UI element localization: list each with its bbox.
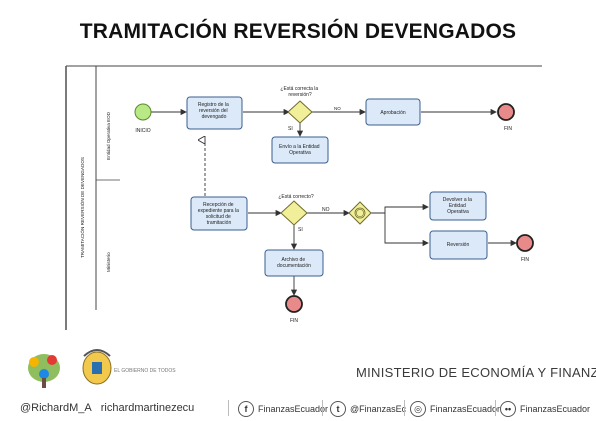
task-reverse: Reversión (429, 230, 488, 260)
gateway-approve-question: ¿Está correcta la reversión? (280, 86, 319, 98)
ecuador-coat-of-arms-icon (82, 349, 112, 385)
end-right-label: FIN (521, 257, 529, 263)
lane-name-entity: Entidad Operativa EOD (106, 111, 111, 160)
start-label: INICIO (135, 128, 150, 134)
end-top-label: FIN (504, 126, 512, 132)
task-receive-file: Recepción de expediente para la solicitu… (190, 196, 248, 231)
flickr-icon: •• (500, 401, 516, 417)
task-send-label: Envío a la Entidad Operativa (279, 144, 321, 156)
event-gateway (348, 201, 372, 225)
end-bottom-label: FIN (290, 318, 298, 324)
divider (495, 400, 496, 416)
flickr-handle: FinanzasEcuador (520, 404, 591, 414)
task-send-to-entity: Envío a la Entidad Operativa (271, 136, 329, 164)
facebook-handle: FinanzasEcuador (258, 404, 329, 414)
facebook-link[interactable]: f FinanzasEcuador (238, 401, 328, 417)
flows (151, 108, 517, 296)
author-handle: @RichardM_A (20, 402, 92, 414)
gateway-approve-yes: SI (288, 126, 293, 132)
end-event-bottom: FIN (285, 295, 303, 324)
ministry-name: MINISTERIO DE ECONOMÍA Y FINANZAS (356, 365, 596, 380)
instagram-link[interactable]: ◎ FinanzasEcuador (410, 401, 500, 417)
pool-name: TRAMITACIÓN REVERSIÓN DE DEVENGADOS (79, 157, 85, 258)
gateway-correct-question: ¿Está correcto? (278, 194, 314, 200)
gateway-approve-no: NO (334, 106, 341, 111)
flickr-link[interactable]: •• FinanzasEcuador (500, 401, 590, 417)
facebook-icon: f (238, 401, 254, 417)
author-site: richardmartinezecu (100, 402, 195, 414)
pool: TRAMITACIÓN REVERSIÓN DE DEVENGADOS Enti… (65, 65, 542, 330)
gateway-approve: ¿Está correcta la reversión? SI NO (280, 86, 341, 132)
instagram-icon: ◎ (410, 401, 426, 417)
divider (322, 400, 323, 416)
task-reverse-label: Reversión (447, 242, 470, 248)
task-receive-label: Recepción de expediente para la solicitu… (198, 202, 241, 226)
government-tagline: EL GOBIERNO DE TODOS (114, 368, 176, 374)
lane-name-ministry: Ministerio (106, 252, 111, 272)
task-approve-label: Aprobación (380, 110, 406, 116)
divider (228, 400, 229, 416)
twitter-handle: @FinanzasEc (350, 404, 407, 414)
gateway-correct-no: NO (322, 207, 330, 213)
divider (404, 400, 405, 416)
task-approve: Aprobación (365, 98, 421, 126)
social-left: @RichardM_A richardmartinezecu (20, 402, 200, 414)
gateway-correct-yes: SI (298, 227, 303, 233)
twitter-link[interactable]: t @FinanzasEc (330, 401, 406, 417)
gateway-correct: ¿Está correcto? NO SI (278, 194, 329, 233)
task-archive-label: Archivo de documentación (277, 257, 311, 269)
end-event-right: FIN (516, 234, 534, 263)
instagram-handle: FinanzasEcuador (430, 404, 501, 414)
task-return-to-entity: Devolver a la Entidad Operativa (429, 191, 487, 221)
task-archive-docs: Archivo de documentación (264, 249, 324, 277)
tree-logo-icon (28, 354, 60, 388)
task-return-label: Devolver a la Entidad Operativa (443, 197, 474, 215)
start-event: INICIO (134, 103, 152, 134)
end-event-top: FIN (497, 103, 515, 132)
task-register-label: Registro de la reversión del devengado (198, 102, 230, 120)
twitter-icon: t (330, 401, 346, 417)
page-title: TRAMITACIÓN REVERSIÓN DEVENGADOS (79, 20, 517, 43)
task-register-reversal: Registro de la reversión del devengado (186, 96, 243, 130)
